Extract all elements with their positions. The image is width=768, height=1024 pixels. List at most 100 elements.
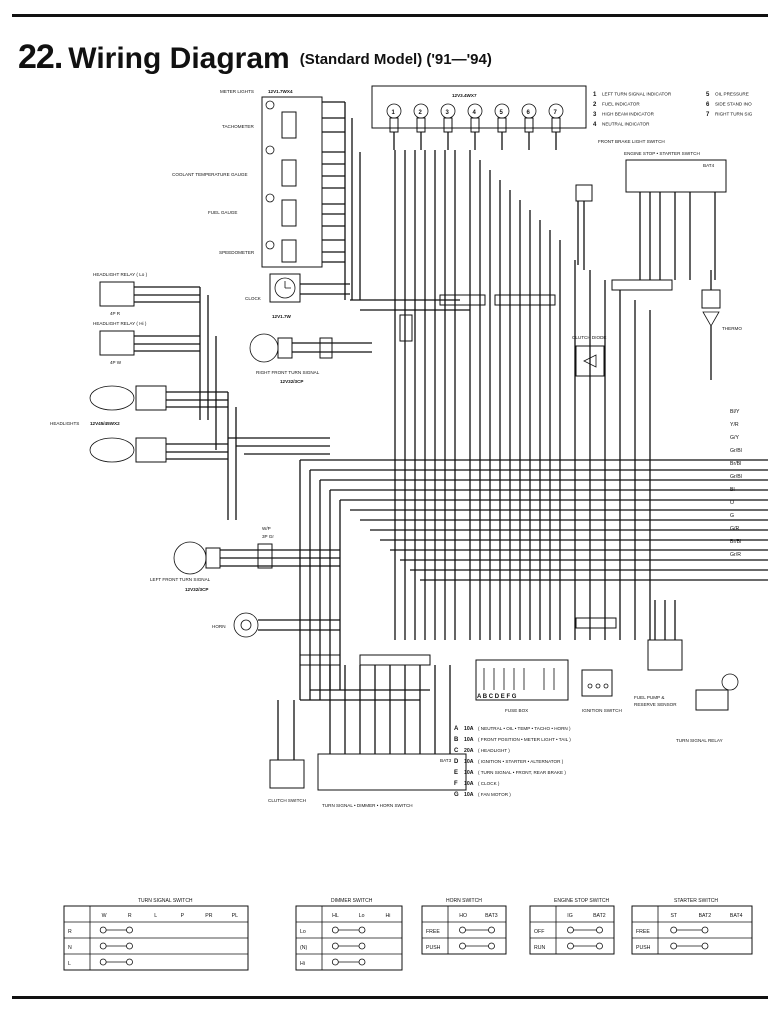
reserve-sensor-label: RESERVE SENSOR xyxy=(634,702,677,707)
headlight-connector xyxy=(135,385,167,411)
headlight-bulb-icon xyxy=(89,385,135,411)
switch-table-row-label: FREE xyxy=(426,929,440,935)
fuse-rating: 10A xyxy=(464,770,474,776)
top-rule xyxy=(12,14,768,17)
ignition-switch: IGNITION SWITCH xyxy=(581,669,622,713)
fuse-rating: 20A xyxy=(464,748,474,754)
clutch-diode-label: CLUTCH DIODE xyxy=(572,335,606,340)
tachometer-label: TACHOMETER xyxy=(222,124,254,129)
switch-contact-icon xyxy=(331,926,339,934)
headlight-relay-lo xyxy=(99,281,135,307)
switch-table-row-label: RUN xyxy=(534,945,545,951)
main-harness xyxy=(299,150,768,701)
switch-contact-icon xyxy=(99,958,107,966)
clock-assembly: CLOCK 12V1.7W xyxy=(245,273,350,319)
fuse-description: ( NEUTRAL • OIL • TEMP • TACHO • HORN ) xyxy=(478,726,571,731)
clock-icon xyxy=(274,277,296,299)
clutch-switch: CLUTCH SWITCH xyxy=(268,700,306,803)
indicator-lamp-number: 1 xyxy=(392,110,396,116)
indicator-legend-number: 1 xyxy=(593,92,597,98)
fuse-id: D xyxy=(454,759,459,765)
indicator-socket xyxy=(470,117,480,133)
fuel-pump-label: FUEL PUMP & xyxy=(634,695,664,700)
indicator-lamp-number: 5 xyxy=(500,110,504,116)
turn-lamp-icon xyxy=(173,541,207,575)
switch-table-col-header: R xyxy=(128,913,132,919)
relay-lo-connector: 4P R xyxy=(110,311,121,316)
turn-signal-relay: TURN SIGNAL RELAY xyxy=(676,673,739,743)
fuse-id: E xyxy=(454,770,458,776)
switch-table-title: STARTER SWITCH xyxy=(674,898,718,904)
switch-table-col-header: BAT2 xyxy=(593,913,606,919)
ignition-switch-body xyxy=(581,669,613,697)
indicator-socket xyxy=(416,117,426,133)
switch-table-row-label: R xyxy=(68,929,72,935)
right-front-turn-signal: RIGHT FRONT TURN SIGNAL 12V32/3CP xyxy=(249,333,372,384)
fuse-description: ( CLOCK ) xyxy=(478,781,500,786)
turn-connector xyxy=(257,543,273,569)
indicator-lamp-number: 7 xyxy=(554,110,558,116)
indicator-socket xyxy=(389,117,399,133)
switch-contact-icon xyxy=(567,926,574,934)
headlight-relay-hi-label: HEADLIGHT RELAY ( Hi ) xyxy=(93,321,147,326)
meter-housing xyxy=(261,96,323,268)
fuse-description: ( HEADLIGHT ) xyxy=(478,748,510,753)
diagram-title: Wiring Diagram xyxy=(68,42,290,75)
fuse-id: G xyxy=(454,792,459,798)
ignition-terminal-icon xyxy=(603,683,609,689)
switch-table-col-header: HL xyxy=(332,913,339,919)
indicator-legend-number: 6 xyxy=(706,102,710,108)
indicator-legend-label: SIDE STAND INO xyxy=(715,102,752,107)
wire-color-label: O xyxy=(730,500,734,506)
switch-contact-icon xyxy=(126,942,133,950)
meter-cluster: METER LIGHTS 12V1.7WX4 TACHOMETER COOLAN… xyxy=(172,89,361,300)
fuse-description: ( FAN MOTOR ) xyxy=(478,792,511,797)
fuel-pump-body xyxy=(647,639,683,671)
fuel-pump: FUEL PUMP & RESERVE SENSOR xyxy=(634,600,683,707)
indicator-legend-number: 7 xyxy=(706,112,710,118)
thermo-label: THERMO xyxy=(722,326,742,331)
horn-icon xyxy=(240,619,252,631)
fuel-gauge-label: FUEL GAUGE xyxy=(208,210,237,215)
switch-table-col-header: IG xyxy=(567,913,572,919)
diode-icon xyxy=(583,354,597,368)
switch-table-col-header: BAT2 xyxy=(699,913,712,919)
switch-table-row-label: N xyxy=(68,945,72,951)
ignition-switch-label: IGNITION SWITCH xyxy=(582,708,622,713)
switch-contact-icon xyxy=(701,926,709,934)
switch-table-frame xyxy=(529,905,615,955)
thermo-switch: THERMO xyxy=(701,270,742,380)
wire-color-label: G/Y xyxy=(730,435,739,441)
headlights-label: HEADLIGHTS xyxy=(50,421,79,426)
switch-table-row-label: (N) xyxy=(300,945,307,951)
headlights-rating: 12V45/45WX2 xyxy=(90,421,120,426)
wire-color-label: G/R xyxy=(730,526,739,532)
ignition-terminal-icon xyxy=(587,683,593,689)
indicator-legend-number: 4 xyxy=(593,122,597,128)
fuse-id: C xyxy=(454,748,459,754)
switch-table-col-header: Lo xyxy=(359,913,365,919)
fuse-id: A xyxy=(454,726,459,732)
clock-hands-icon xyxy=(284,281,291,289)
indicator-legend-label: RIGHT TURN SIG xyxy=(715,112,753,117)
switch-table-col-header: W xyxy=(102,913,107,919)
switch-table-col-header: P xyxy=(181,913,185,919)
left-front-turn-label: LEFT FRONT TURN SIGNAL xyxy=(150,577,211,582)
switch-table-col-header: BAT4 xyxy=(730,913,743,919)
horn-icon xyxy=(233,612,259,638)
connector-block xyxy=(439,294,486,306)
switch-contact-icon xyxy=(670,942,678,950)
fuse-letters: A B C D E F G xyxy=(477,694,517,700)
turn-relay-label: TURN SIGNAL RELAY xyxy=(676,738,723,743)
ignition-terminal-icon xyxy=(595,683,601,689)
fuse-box-housing xyxy=(475,659,569,701)
switch-table-title: TURN SIGNAL SWITCH xyxy=(138,898,193,904)
front-brake-switch-body xyxy=(575,184,593,202)
horn-assembly: HORN xyxy=(212,612,340,638)
switch-table-row-label: L xyxy=(68,961,71,967)
